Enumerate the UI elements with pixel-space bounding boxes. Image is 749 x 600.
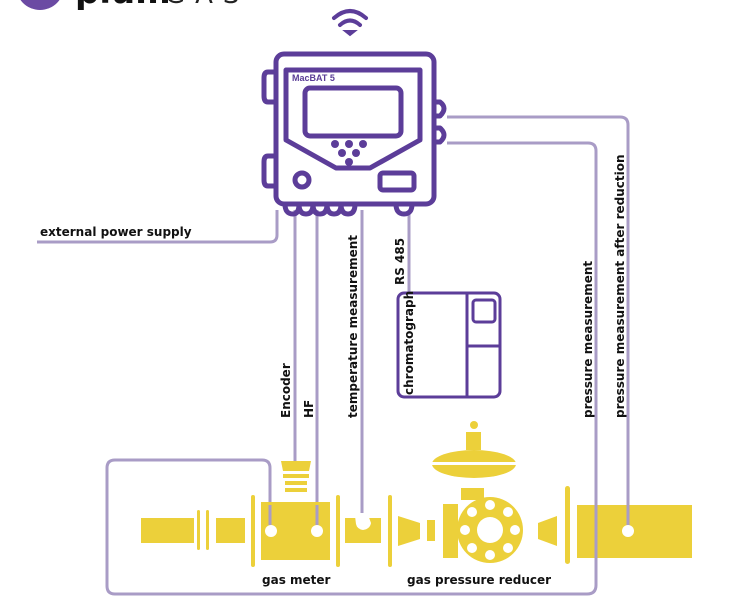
pressure-after-reduction-line	[447, 115, 630, 530]
hf-label: HF	[302, 400, 316, 418]
device-knob	[292, 170, 312, 190]
chromatograph-label: chromatograph	[402, 291, 416, 395]
encoder-label: Encoder	[279, 363, 293, 418]
logo: plum GAS	[20, 0, 249, 12]
pressure-measurement-label: pressure measurement	[581, 261, 595, 418]
chromatograph	[396, 291, 502, 399]
device-screen	[302, 85, 404, 139]
power-line	[37, 210, 279, 244]
logo-name: plum	[75, 0, 171, 12]
rs485-label: RS 485	[393, 238, 407, 285]
logo-mark	[20, 0, 60, 10]
device-model: MacBAT 5	[292, 73, 335, 83]
keypad	[331, 140, 367, 166]
temperature-measurement-label: temperature measurement	[346, 235, 360, 418]
pressure-measurement-line	[105, 141, 598, 596]
pipe-details	[265, 462, 634, 560]
wifi-icon	[332, 9, 368, 37]
front-panel	[283, 67, 423, 171]
logo-suffix: GAS	[165, 0, 249, 10]
encoder-head	[281, 461, 311, 471]
connection-lines	[37, 115, 630, 596]
pipeline	[141, 421, 692, 567]
device-button	[377, 170, 417, 193]
pressure-after-reduction-label: pressure measurement after reduction	[613, 154, 627, 418]
gas-meter-label: gas meter	[262, 573, 331, 587]
outlet-pipe	[577, 505, 692, 558]
hf-port	[311, 525, 323, 537]
gas-pressure-reducer-label: gas pressure reducer	[407, 573, 551, 587]
external-power-supply-label: external power supply	[40, 225, 192, 239]
macbat-device: MacBAT 5	[261, 51, 447, 217]
temperature-sensor	[355, 512, 371, 530]
pressure-after-port	[622, 525, 634, 537]
inlet-pipe	[141, 518, 194, 543]
encoder-port	[265, 525, 277, 537]
